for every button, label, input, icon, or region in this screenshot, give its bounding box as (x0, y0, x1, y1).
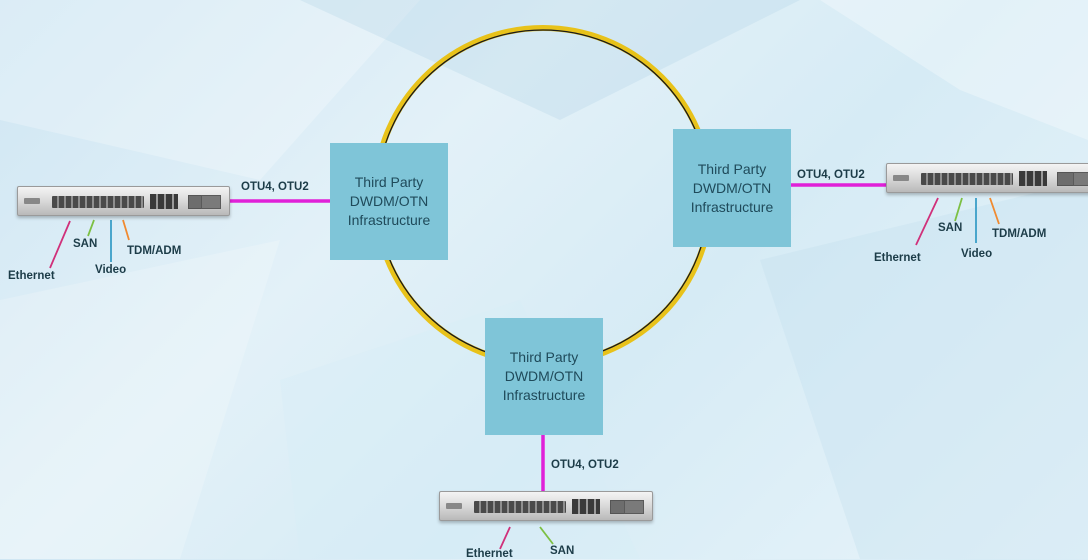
device-right (886, 163, 1088, 193)
left-video-label: Video (95, 264, 127, 276)
left-tdm-label: TDM/ADM (127, 245, 182, 257)
device-logo (893, 175, 909, 181)
link-label-bottom: OTU4, OTU2 (551, 459, 619, 471)
bottom-san-line (539, 526, 554, 545)
right-san-label: SAN (938, 222, 963, 234)
right-san-line (954, 197, 963, 222)
device-left (17, 186, 230, 216)
device-bottom (439, 491, 653, 521)
left-tdm-line (122, 219, 130, 241)
right-ethernet-label: Ethernet (874, 252, 921, 264)
right-video-label: Video (961, 248, 993, 260)
right-tdm-line (989, 197, 1000, 225)
right-ethernet-line (915, 197, 939, 246)
port-bank (1019, 171, 1047, 186)
module-slot (624, 500, 644, 514)
port-bank (474, 501, 566, 513)
module-slot (201, 195, 221, 209)
device-logo (446, 503, 462, 509)
left-san-line (87, 219, 95, 237)
bottom-san-label: SAN (550, 545, 575, 557)
infra-box-bottom: Third Party DWDM/OTN Infrastructure (485, 318, 603, 435)
bottom-ethernet-label: Ethernet (466, 548, 513, 560)
infra-box-right: Third Party DWDM/OTN Infrastructure (673, 129, 791, 247)
module-slot (1073, 172, 1088, 186)
right-tdm-label: TDM/ADM (992, 228, 1047, 240)
port-bank (921, 173, 1013, 185)
bottom-ethernet-line (499, 526, 511, 550)
infra-box-left: Third Party DWDM/OTN Infrastructure (330, 143, 448, 260)
left-ethernet-line (49, 220, 71, 269)
port-bank (572, 499, 600, 514)
left-san-label: SAN (73, 238, 98, 250)
left-ethernet-label: Ethernet (8, 270, 55, 282)
link-label-right: OTU4, OTU2 (797, 169, 865, 181)
port-bank (150, 194, 178, 209)
device-logo (24, 198, 40, 204)
port-bank (52, 196, 144, 208)
link-label-left: OTU4, OTU2 (241, 181, 309, 193)
